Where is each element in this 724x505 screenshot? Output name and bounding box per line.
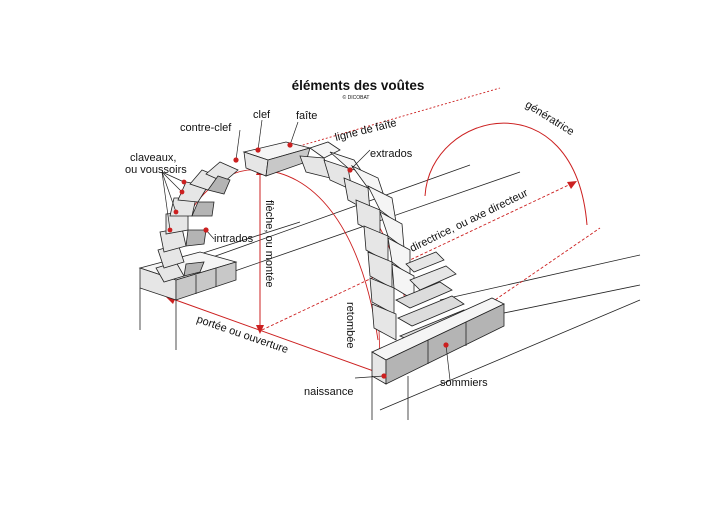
diagram-title: éléments des voûtes [292,78,425,93]
copyright-notice: © DICOBAT [343,94,370,101]
label-fleche: flèche, ou montée [263,200,275,287]
label-clef: clef [253,109,271,121]
label-claveaux-2: ou voussoirs [125,164,187,176]
label-intrados: intrados [214,233,254,245]
label-claveaux-1: claveaux, [130,152,176,164]
label-naissance: naissance [304,386,354,398]
label-ligne-de-faite: ligne de faîte [334,117,398,144]
label-generatrice: génératrice [523,99,576,138]
label-faite: faîte [296,110,317,122]
label-retombee: retombée [344,302,356,348]
label-sommiers: sommiers [440,377,488,389]
leader-lines [161,119,451,381]
label-extrados: extrados [370,148,413,160]
label-contre-clef: contre-clef [180,122,232,134]
annotation-dots [167,142,449,379]
label-portee: portée ou ouverture [195,313,290,356]
label-directrice: directrice, ou axe directeur [408,187,530,255]
